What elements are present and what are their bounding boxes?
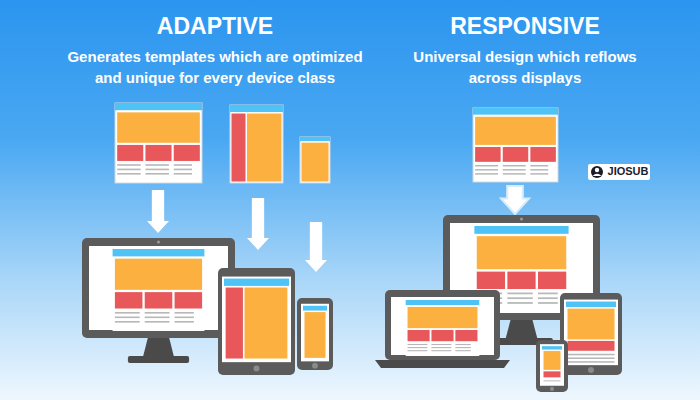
- phone: [297, 298, 333, 370]
- tablet: [218, 268, 295, 375]
- tablet: [560, 293, 622, 375]
- page-template: [303, 306, 327, 360]
- laptop: [375, 290, 510, 368]
- page-template: [115, 103, 202, 183]
- desktop-monitor: [82, 238, 235, 363]
- page-template: [473, 108, 558, 182]
- down-arrow: [501, 186, 529, 214]
- section-description: Universal design which reflows across di…: [405, 46, 645, 88]
- watermark-text: JIOSUB: [607, 165, 649, 178]
- phone: [536, 340, 568, 392]
- watermark-icon: [588, 164, 650, 180]
- down-arrow: [147, 190, 169, 233]
- section-heading: ADAPTIVE: [65, 12, 365, 40]
- page-template: [300, 137, 330, 183]
- page-template: [224, 279, 289, 361]
- page-template: [230, 105, 283, 183]
- section-heading: RESPONSIVE: [375, 12, 675, 40]
- page-template: [542, 346, 562, 384]
- section-description: Generates templates which are optimized …: [55, 46, 375, 88]
- page-template: [566, 302, 616, 364]
- down-arrow: [247, 198, 269, 250]
- page-template: [113, 249, 205, 331]
- page-template: [406, 300, 480, 356]
- down-arrow: [305, 222, 327, 272]
